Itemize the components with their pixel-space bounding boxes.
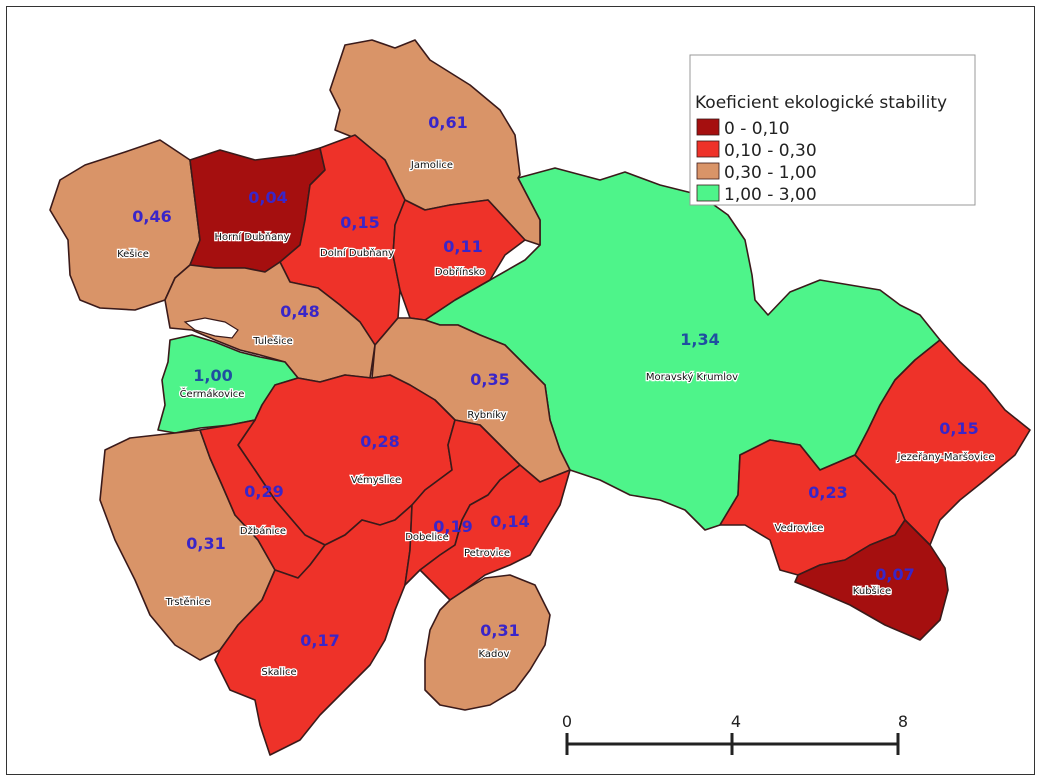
region-value-horni-dubnany: 0,04 <box>248 188 287 207</box>
region-value-kesice: 0,46 <box>132 207 171 226</box>
legend-swatch-3 <box>696 184 720 202</box>
region-name-dolni-dubnany: Dolní Dubňany <box>320 247 394 259</box>
region-name-kesice: Kešice <box>117 248 149 260</box>
region-value-dolni-dubnany: 0,15 <box>340 213 379 232</box>
region-value-vemyslice: 0,28 <box>360 432 399 451</box>
region-name-vemyslice: Vémyslice <box>351 474 401 486</box>
region-name-kadov: Kadov <box>479 649 510 660</box>
region-kubsice[interactable] <box>794 519 949 641</box>
region-value-dobrinsko: 0,11 <box>443 237 482 256</box>
region-value-jezerany-marsovice: 0,15 <box>939 419 978 438</box>
legend-title: Koeficient ekologické stability <box>695 93 947 113</box>
region-value-rybniky: 0,35 <box>470 370 509 389</box>
scale-label-8: 8 <box>898 712 908 731</box>
legend-swatch-1 <box>696 140 720 158</box>
region-value-petrovice: 0,14 <box>490 512 529 531</box>
region-name-kubsice: Kubšice <box>853 585 891 597</box>
region-name-horni-dubnany: Horní Dubňany <box>215 231 290 243</box>
region-value-trstenice: 0,31 <box>186 534 225 553</box>
region-name-tulesice: Tulešice <box>252 335 293 347</box>
scale-bar: 0 4 8 <box>562 712 908 755</box>
regions-layer <box>49 39 1031 756</box>
region-value-kubsice: 0,07 <box>875 565 914 584</box>
region-value-skalice: 0,17 <box>300 631 339 650</box>
legend: Koeficient ekologické stability 0 - 0,10… <box>689 54 976 206</box>
region-dobrinsko[interactable] <box>392 199 526 321</box>
lake-shape <box>183 317 239 339</box>
legend-label-0: 0 - 0,10 <box>724 119 790 139</box>
region-name-trstenice: Trstěnice <box>165 596 211 608</box>
region-value-jamolice: 0,61 <box>428 113 467 132</box>
region-value-dobelice: 0,19 <box>433 517 472 536</box>
legend-box <box>689 54 976 206</box>
region-value-tulesice: 0,48 <box>280 302 319 321</box>
region-name-rybniky: Rybníky <box>467 409 506 421</box>
region-name-dzbanice: Džbánice <box>240 525 286 537</box>
region-value-dzbanice: 0,29 <box>244 482 283 501</box>
region-value-moravsky-krumlov: 1,34 <box>680 330 719 349</box>
region-value-kadov: 0,31 <box>480 621 519 640</box>
legend-label-2: 0,30 - 1,00 <box>724 163 817 183</box>
legend-swatch-0 <box>696 118 720 136</box>
region-name-jamolice: Jamolice <box>410 160 453 171</box>
region-name-vedrovice: Vedrovice <box>775 523 824 534</box>
scale-label-4: 4 <box>731 712 741 731</box>
region-name-skalice: Skalice <box>261 667 296 678</box>
scale-label-0: 0 <box>562 712 572 731</box>
region-name-dobelice: Dobelice <box>405 532 449 543</box>
region-value-cermakovice: 1,00 <box>193 366 232 385</box>
region-kadov[interactable] <box>424 574 551 711</box>
region-name-cermakovice: Čermákovice <box>180 387 245 400</box>
region-name-petrovice: Petrovice <box>464 548 510 559</box>
region-name-jezerany-marsovice: Jezeřany-Maršovice <box>897 451 995 463</box>
legend-swatch-2 <box>696 162 720 180</box>
region-value-vedrovice: 0,23 <box>808 483 847 502</box>
legend-label-1: 0,10 - 0,30 <box>724 141 817 161</box>
region-skalice[interactable] <box>214 504 413 756</box>
legend-label-3: 1,00 - 3,00 <box>724 185 817 205</box>
region-name-dobrinsko: Dobřínsko <box>435 266 485 278</box>
region-name-moravsky-krumlov: Moravský Krumlov <box>646 371 738 383</box>
